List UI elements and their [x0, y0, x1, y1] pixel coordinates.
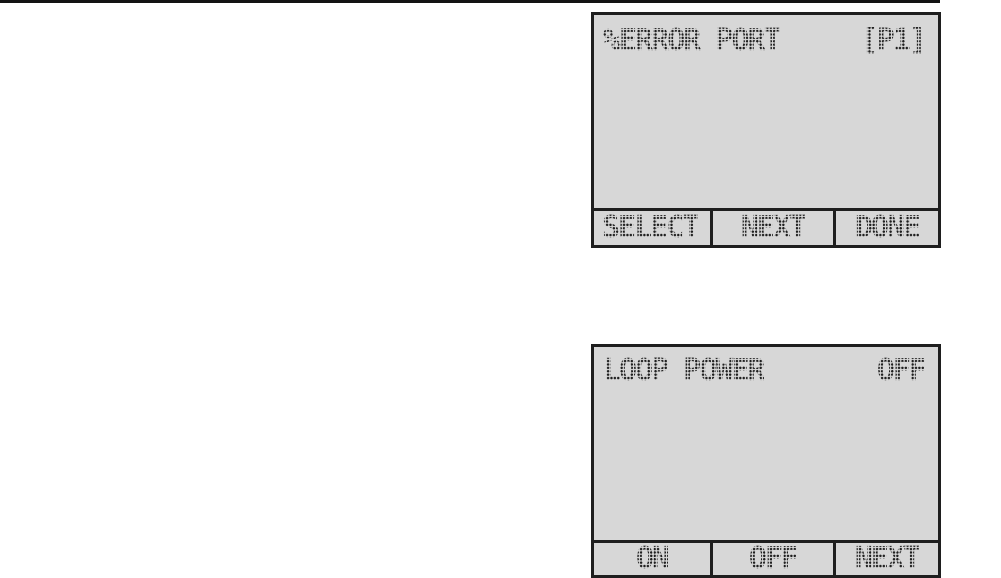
softkey-label: ON: [635, 541, 670, 576]
softkey-label: SELECT: [602, 210, 700, 245]
softkey-bar: ON OFF NEXT: [594, 540, 938, 575]
screen-title: LOOP POWER: [603, 353, 766, 388]
lcd-body-area: [594, 56, 938, 208]
softkey-off[interactable]: OFF: [710, 543, 833, 575]
screen-title: %ERROR PORT: [603, 23, 782, 58]
lcd-title-row: LOOP POWER OFF: [594, 356, 938, 386]
softkey-next[interactable]: NEXT: [710, 211, 833, 245]
lcd-title-row: %ERROR PORT [P1]: [594, 26, 938, 56]
softkey-bar: SELECT NEXT DONE: [594, 208, 938, 245]
loop-power-status: OFF: [876, 353, 927, 388]
lcd-body-area: [594, 386, 938, 540]
softkey-done[interactable]: DONE: [833, 211, 938, 245]
lcd-screen-loop-power: LOOP POWER OFF ON OFF NEXT: [591, 344, 941, 578]
softkey-label: DONE: [854, 210, 921, 245]
softkey-on[interactable]: ON: [594, 543, 710, 575]
softkey-select[interactable]: SELECT: [594, 211, 710, 245]
softkey-next[interactable]: NEXT: [833, 543, 938, 575]
port-indicator: [P1]: [860, 23, 927, 58]
softkey-label: NEXT: [740, 210, 807, 245]
page-top-rule: [0, 0, 940, 3]
softkey-label: NEXT: [854, 541, 921, 576]
lcd-screen-error-port: %ERROR PORT [P1] SELECT NEXT DONE: [591, 12, 941, 248]
softkey-label: OFF: [748, 541, 799, 576]
